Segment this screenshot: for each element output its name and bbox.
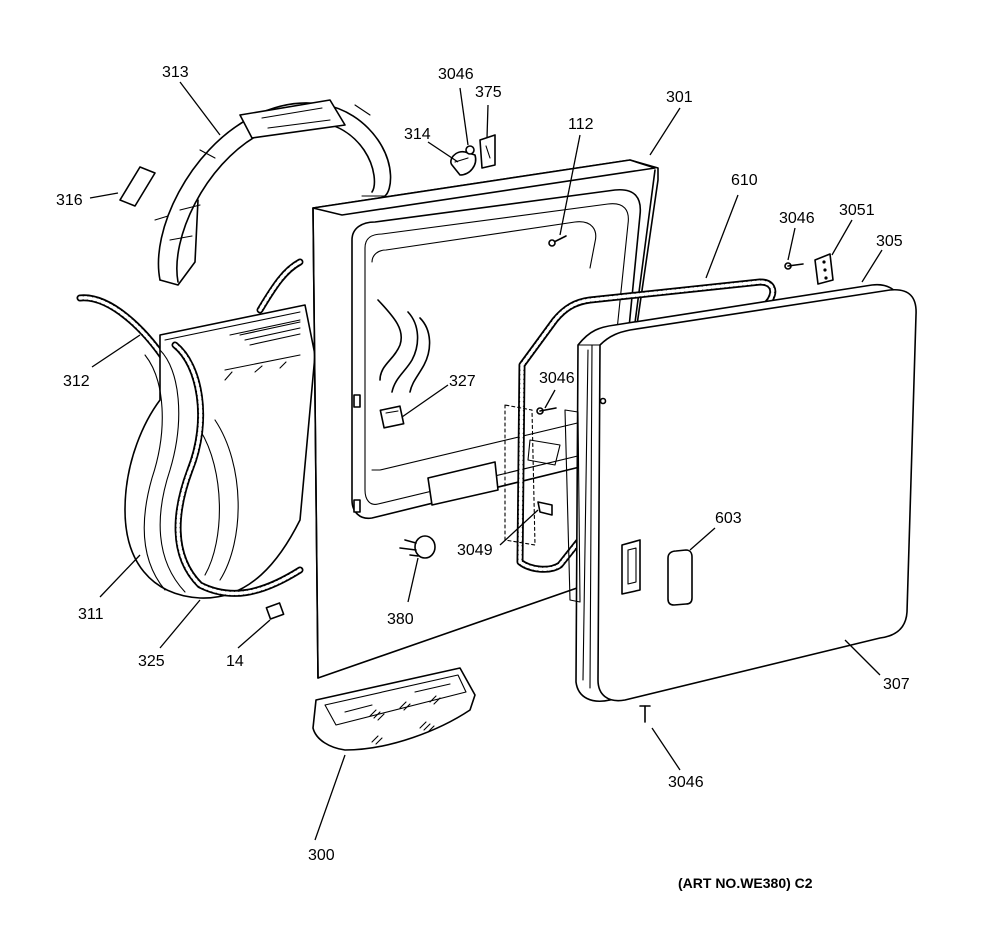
art-number-caption: (ART NO.WE380) C2 [678,875,813,891]
part-300-lint-filter-housing [312,667,476,751]
part-610-door-gasket [504,278,777,573]
part-3046-bottom-screw [639,705,651,723]
part-305-307-outer-door [564,283,917,702]
part-327-switch [379,405,405,429]
part-3046-mid-screw [536,407,557,415]
part-311-duct-housing [124,304,316,599]
label-327: 327 [449,373,476,390]
part-312-felt-seal [76,258,304,364]
part-labels: 313 316 312 311 325 14 300 3046 375 314 … [56,64,910,891]
label-311: 311 [78,606,104,623]
part-112-screw [548,235,567,247]
part-3051-hinge [814,253,834,285]
label-300: 300 [308,847,335,864]
label-316: 316 [56,192,83,209]
label-307: 307 [883,676,910,693]
label-314: 314 [404,126,431,143]
leader-lines [89,81,883,841]
label-375: 375 [475,84,502,101]
part-3049-clip [537,501,553,516]
label-3049: 3049 [457,542,493,559]
label-301: 301 [666,89,693,106]
label-312: 312 [63,373,90,390]
label-14: 14 [226,653,244,670]
part-316-pad [119,166,156,207]
label-305: 305 [876,233,903,250]
part-313-duct-ring [154,99,392,286]
label-603: 603 [715,510,742,527]
label-313: 313 [162,64,189,81]
label-3051: 3051 [839,202,875,219]
part-314-latch-assembly [450,134,496,176]
label-112: 112 [568,116,594,133]
label-3046-top: 3046 [438,66,474,83]
label-610: 610 [731,172,758,189]
label-380: 380 [387,611,414,628]
part-325-duct-seal [143,341,304,597]
part-380-connector [399,535,436,559]
label-3046-right: 3046 [779,210,815,227]
part-14-knob [265,602,285,620]
part-3046-right-screw [784,262,804,270]
label-3046-mid: 3046 [539,370,575,387]
label-3046-bottom: 3046 [668,774,704,791]
label-325: 325 [138,653,165,670]
